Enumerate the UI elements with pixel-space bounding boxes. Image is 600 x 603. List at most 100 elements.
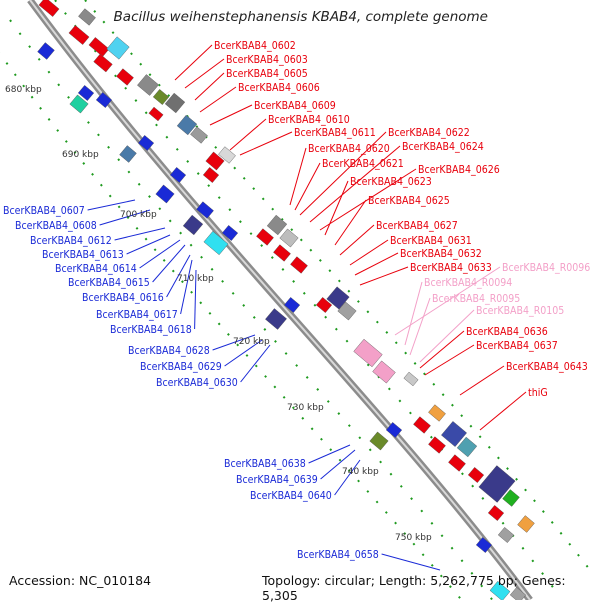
gene-feature (221, 225, 239, 241)
label-connector (479, 391, 527, 431)
gene-feature (196, 201, 214, 219)
label-connector (194, 72, 225, 101)
label-connector (324, 180, 349, 236)
gene-label: BcerKBAB4_0615 (68, 277, 150, 289)
label-connectors (87, 44, 527, 571)
gene-label: BcerKBAB4_0625 (368, 195, 450, 207)
topology-text: Topology: circular; Length: 5,262,775 bp… (262, 573, 566, 603)
scale-tick-label: 700 kbp (120, 210, 157, 220)
gene-feature (441, 421, 467, 447)
label-connector (209, 104, 253, 126)
gene-feature (428, 404, 446, 422)
gene-label: BcerKBAB4_0607 (3, 205, 85, 217)
label-connector (419, 309, 475, 363)
rna-label: BcerKBAB4_R0094 (424, 277, 512, 289)
gene-label: BcerKBAB4_0613 (42, 249, 124, 261)
gene-label: BcerKBAB4_0614 (55, 263, 137, 275)
gene-feature (403, 371, 419, 387)
gene-label: BcerKBAB4_0627 (376, 220, 458, 232)
gene-feature (95, 92, 113, 108)
gene-label: BcerKBAB4_0617 (96, 309, 178, 321)
gene-label: BcerKBAB4_0638 (224, 458, 306, 470)
label-connector (424, 344, 475, 376)
gene-label: BcerKBAB4_0626 (418, 164, 500, 176)
gene-feature (497, 527, 515, 543)
scale-tick-label: 710 kbp (177, 274, 214, 284)
gene-feature (202, 167, 220, 183)
label-connector (152, 244, 186, 283)
gene-label: BcerKBAB4_0610 (268, 114, 350, 126)
label-connector (334, 199, 367, 246)
gene-feature (372, 360, 396, 384)
gene-feature (190, 126, 208, 144)
gene-feature (517, 515, 535, 533)
gene-feature (256, 228, 274, 246)
label-connector (99, 209, 151, 226)
gene-feature (487, 505, 505, 521)
label-connector (309, 145, 401, 223)
gene-feature (273, 244, 291, 262)
gene-feature (37, 42, 55, 60)
label-connector (381, 553, 441, 571)
gene-label: BcerKBAB4_0628 (128, 345, 210, 357)
gene-feature (478, 465, 516, 503)
gene-label: BcerKBAB4_0618 (110, 324, 192, 336)
gene-feature (326, 286, 350, 310)
label-connector (224, 339, 263, 367)
gene-feature (77, 85, 95, 101)
gene-feature (203, 230, 229, 256)
gene-feature (265, 308, 287, 330)
label-connector (319, 168, 417, 231)
label-connector (409, 297, 431, 356)
label-connector (320, 449, 356, 480)
gene-feature (78, 8, 96, 26)
scale-tick-label: 730 kbp (287, 403, 324, 413)
gene-feature (385, 422, 403, 438)
gene-feature (456, 436, 478, 458)
genome-title: Bacillus weihenstephanensis KBAB4, compl… (113, 9, 488, 25)
gene-label: BcerKBAB4_0640 (250, 490, 332, 502)
label-connector (334, 459, 361, 496)
gene-feature (164, 92, 186, 114)
gene-feature (502, 489, 520, 507)
label-connector (126, 234, 171, 255)
gene-feature (119, 145, 137, 163)
gene-feature (475, 537, 493, 553)
gene-feature (279, 228, 299, 248)
scale-tick-label: 750 kbp (395, 533, 432, 543)
gene-label: BcerKBAB4_0612 (30, 235, 112, 247)
scale-tick-label: 720 kbp (233, 337, 270, 347)
label-connector (299, 131, 387, 216)
label-connector (166, 254, 191, 298)
guide-track-outer-left (0, 52, 463, 600)
gene-feature (38, 0, 60, 17)
gene-feature (467, 467, 485, 483)
gene-label: thiG (528, 387, 548, 399)
gene-label: BcerKBAB4_0620 (308, 143, 390, 155)
label-connector (239, 131, 293, 156)
gene-label: BcerKBAB4_0632 (400, 248, 482, 260)
label-connector (419, 330, 465, 369)
gene-feature (290, 256, 308, 274)
gene-feature (413, 416, 431, 434)
gene-label: BcerKBAB4_0622 (388, 127, 470, 139)
scale-tick-label: 690 kbp (62, 150, 99, 160)
gene-label: BcerKBAB4_0608 (15, 220, 97, 232)
gene-feature (489, 580, 511, 600)
gene-label: BcerKBAB4_0611 (294, 127, 376, 139)
label-connector (194, 269, 197, 330)
gene-feature (155, 184, 175, 204)
label-connector (87, 199, 136, 211)
label-connector (212, 334, 256, 351)
gene-features (37, 0, 535, 600)
gene-feature (205, 151, 225, 171)
gene-label: BcerKBAB4_0658 (297, 549, 379, 561)
gene-label: BcerKBAB4_0603 (226, 54, 308, 66)
gene-label: BcerKBAB4_0624 (402, 141, 484, 153)
gene-feature (218, 146, 236, 164)
gene-feature (448, 454, 466, 472)
gene-label: BcerKBAB4_0639 (236, 474, 318, 486)
gene-label: BcerKBAB4_0606 (238, 82, 320, 94)
label-connector (308, 444, 351, 464)
